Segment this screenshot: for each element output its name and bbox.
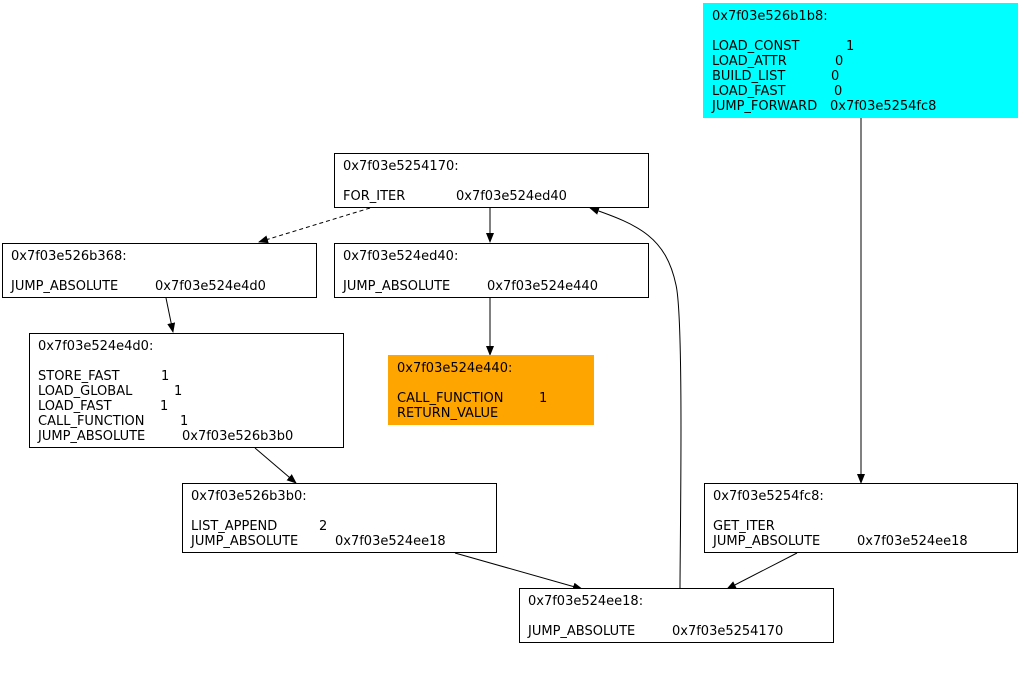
edge-b3b0-to-ee18 (454, 552, 583, 591)
block-address: 0x7f03e524e4d0: (38, 339, 154, 354)
block-0x7f03e524ee18: 0x7f03e524ee18: JUMP_ABSOLUTE 0x7f03e5254… (519, 588, 834, 643)
opcode: JUMP_ABSOLUTE (38, 429, 146, 444)
edge-fc8-to-ee18 (726, 552, 798, 590)
operand: 0 (835, 54, 844, 69)
block-0x7f03e526b368: 0x7f03e526b368: JUMP_ABSOLUTE 0x7f03e524e… (2, 243, 317, 298)
operand: 0x7f03e524ee18 (335, 534, 446, 549)
instruction-row: GET_ITER (713, 519, 1009, 534)
opcode: JUMP_ABSOLUTE (343, 279, 451, 294)
operand: 0x7f03e5254170 (672, 624, 784, 639)
block-address: 0x7f03e524ed40: (343, 249, 459, 264)
operand: 0x7f03e524ee18 (857, 534, 968, 549)
opcode: CALL_FUNCTION (38, 414, 145, 429)
instruction-row: JUMP_FORWARD 0x7f03e5254fc8 (712, 99, 1009, 114)
instruction-row: JUMP_ABSOLUTE 0x7f03e524ee18 (713, 534, 1009, 549)
instruction-row: LOAD_FAST 1 (38, 399, 335, 414)
operand: 1 (846, 39, 855, 54)
operand: 2 (319, 519, 328, 534)
block-0x7f03e524e440: 0x7f03e524e440: CALL_FUNCTION 1 RETURN_VA… (388, 355, 594, 425)
operand: 0x7f03e5254fc8 (830, 99, 937, 114)
block-address: 0x7f03e526b368: (11, 249, 127, 264)
opcode: JUMP_FORWARD (712, 99, 818, 114)
operand: 0x7f03e524e4d0 (155, 279, 266, 294)
opcode: JUMP_ABSOLUTE (191, 534, 299, 549)
operand: 0x7f03e524ed40 (456, 189, 567, 204)
block-0x7f03e524ed40: 0x7f03e524ed40: JUMP_ABSOLUTE 0x7f03e524e… (334, 243, 649, 298)
operand: 0x7f03e524e440 (487, 279, 598, 294)
block-address: 0x7f03e5254fc8: (713, 489, 824, 504)
block-0x7f03e5254170: 0x7f03e5254170: FOR_ITER 0x7f03e524ed40 (334, 153, 649, 208)
instruction-row: CALL_FUNCTION 1 (38, 414, 335, 429)
block-0x7f03e524e4d0: 0x7f03e524e4d0: STORE_FAST 1 LOAD_GLOBAL 1… (29, 333, 344, 448)
operand: 0 (831, 69, 840, 84)
opcode: JUMP_ABSOLUTE (713, 534, 821, 549)
block-0x7f03e526b1b8: 0x7f03e526b1b8: LOAD_CONST 1 LOAD_ATTR 0 B… (703, 3, 1018, 118)
opcode: RETURN_VALUE (397, 406, 499, 421)
instruction-row: FOR_ITER 0x7f03e524ed40 (343, 189, 640, 204)
opcode: BUILD_LIST (712, 69, 786, 84)
opcode: FOR_ITER (343, 189, 406, 204)
block-address: 0x7f03e524ee18: (528, 594, 644, 609)
opcode: LIST_APPEND (191, 519, 278, 534)
operand: 1 (539, 391, 548, 406)
edge-4170-to-b368 (258, 207, 371, 244)
instruction-row: STORE_FAST 1 (38, 369, 335, 384)
instruction-row: BUILD_LIST 0 (712, 69, 1009, 84)
instruction-row: LOAD_GLOBAL 1 (38, 384, 335, 399)
instruction-row: LOAD_ATTR 0 (712, 54, 1009, 69)
edge-ee18-to-4170 (589, 207, 682, 590)
edge-b368-to-e4d0 (165, 297, 176, 333)
opcode: CALL_FUNCTION (397, 391, 504, 406)
instruction-row: LIST_APPEND 2 (191, 519, 488, 534)
block-address: 0x7f03e5254170: (343, 159, 459, 174)
instruction-row: LOAD_FAST 0 (712, 84, 1009, 99)
opcode: STORE_FAST (38, 369, 120, 384)
instruction-row: CALL_FUNCTION 1 (397, 391, 585, 406)
block-address: 0x7f03e526b3b0: (191, 489, 307, 504)
opcode: JUMP_ABSOLUTE (11, 279, 119, 294)
opcode: LOAD_ATTR (712, 54, 787, 69)
operand: 0x7f03e526b3b0 (182, 429, 294, 444)
instruction-row: JUMP_ABSOLUTE 0x7f03e526b3b0 (38, 429, 335, 444)
block-0x7f03e526b3b0: 0x7f03e526b3b0: LIST_APPEND 2 JUMP_ABSOLU… (182, 483, 497, 553)
opcode: LOAD_GLOBAL (38, 384, 133, 399)
operand: 1 (174, 384, 183, 399)
opcode: LOAD_CONST (712, 39, 800, 54)
edge-e4d0-to-b3b0 (254, 447, 297, 484)
operand: 1 (161, 369, 170, 384)
opcode: LOAD_FAST (38, 399, 112, 414)
operand: 1 (160, 399, 169, 414)
instruction-row: JUMP_ABSOLUTE 0x7f03e524e440 (343, 279, 640, 294)
block-address: 0x7f03e526b1b8: (712, 9, 828, 24)
opcode: JUMP_ABSOLUTE (528, 624, 636, 639)
operand: 0 (834, 84, 843, 99)
instruction-row: JUMP_ABSOLUTE 0x7f03e524e4d0 (11, 279, 308, 294)
instruction-row: JUMP_ABSOLUTE 0x7f03e5254170 (528, 624, 825, 639)
block-0x7f03e5254fc8: 0x7f03e5254fc8: GET_ITER JUMP_ABSOLUTE 0x… (704, 483, 1018, 553)
instruction-row: JUMP_ABSOLUTE 0x7f03e524ee18 (191, 534, 488, 549)
instruction-row: LOAD_CONST 1 (712, 39, 1009, 54)
operand: 1 (180, 414, 189, 429)
instruction-row: RETURN_VALUE (397, 406, 585, 421)
opcode: LOAD_FAST (712, 84, 786, 99)
opcode: GET_ITER (713, 519, 775, 534)
block-address: 0x7f03e524e440: (397, 361, 513, 376)
